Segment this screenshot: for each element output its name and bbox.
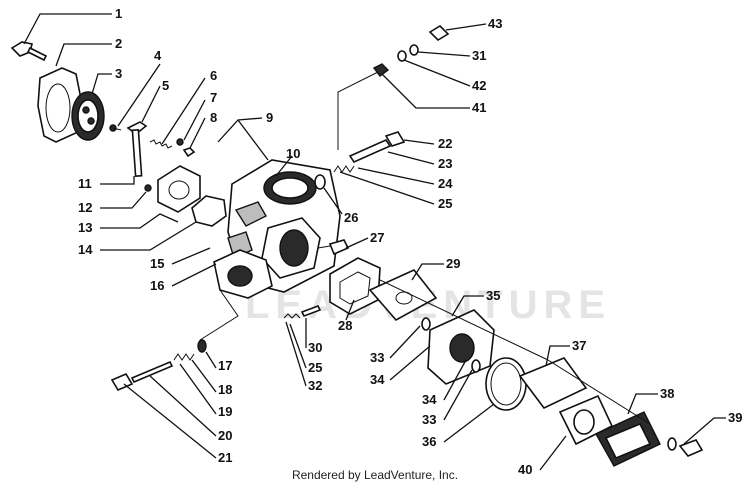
callout-11: 11 xyxy=(78,176,92,191)
part-diaphragm-3 xyxy=(71,91,105,141)
part-pump-cover-38 xyxy=(595,411,661,467)
part-carburetor-body-10 xyxy=(227,159,341,293)
part-screw-1 xyxy=(10,41,48,62)
callout-32: 32 xyxy=(308,378,322,393)
callout-31: 31 xyxy=(472,48,486,63)
part-cap-43 xyxy=(428,24,450,42)
callout-25a: 25 xyxy=(438,196,452,211)
part-washer-42 xyxy=(397,50,407,62)
callout-30: 30 xyxy=(308,340,322,355)
part-screw-30 xyxy=(300,304,322,318)
callout-26: 26 xyxy=(344,210,358,225)
part-spring-6 xyxy=(149,139,173,149)
part-spring-18 xyxy=(173,353,195,361)
callout-35: 35 xyxy=(486,288,500,303)
footer-credit: Rendered by LeadVenture, Inc. xyxy=(291,468,459,482)
part-screw-4 xyxy=(109,124,122,132)
callout-25b: 25 xyxy=(308,360,322,375)
callout-15: 15 xyxy=(150,256,164,271)
part-screw-39 xyxy=(667,437,704,457)
callout-22: 22 xyxy=(438,136,452,151)
part-spring-32 xyxy=(283,313,301,319)
callout-18: 18 xyxy=(218,382,232,397)
callout-10: 10 xyxy=(286,146,300,161)
alignment-line-pump xyxy=(379,279,651,425)
part-fuel-pump-16 xyxy=(213,249,273,299)
callout-5: 5 xyxy=(162,78,169,93)
callout-33b: 33 xyxy=(422,412,436,427)
callout-28: 28 xyxy=(338,318,352,333)
part-inlet-housing-13 xyxy=(157,165,201,213)
callout-39: 39 xyxy=(728,410,742,425)
part-cap-41 xyxy=(372,63,390,77)
callout-1: 1 xyxy=(115,6,122,21)
callout-2: 2 xyxy=(115,36,122,51)
part-screw-27 xyxy=(317,239,350,256)
callout-23: 23 xyxy=(438,156,452,171)
alignment-line-idle xyxy=(199,289,239,341)
callout-6: 6 xyxy=(210,68,217,83)
part-washer-31 xyxy=(409,44,419,56)
callout-34a: 34 xyxy=(370,372,385,387)
callout-20: 20 xyxy=(218,428,232,443)
callout-17: 17 xyxy=(218,358,232,373)
part-screw-12 xyxy=(144,184,152,192)
part-pin-7 xyxy=(176,138,184,146)
callout-12: 12 xyxy=(78,200,92,215)
part-gasket-36 xyxy=(485,357,527,411)
callout-7: 7 xyxy=(210,90,217,105)
alignment-line-cap xyxy=(337,71,379,150)
callout-3: 3 xyxy=(115,66,122,81)
callout-33a: 33 xyxy=(370,350,384,365)
parts-group xyxy=(10,24,704,467)
callout-13: 13 xyxy=(78,220,92,235)
callout-42: 42 xyxy=(472,78,486,93)
callout-41: 41 xyxy=(472,100,486,115)
callout-24: 24 xyxy=(438,176,453,191)
callout-9: 9 xyxy=(266,110,273,125)
part-washer-17 xyxy=(197,339,207,353)
part-diaphragm-37 xyxy=(518,357,588,410)
part-needle-23 xyxy=(348,138,392,164)
part-spring-24 xyxy=(333,165,355,173)
callout-40: 40 xyxy=(518,462,532,477)
callouts-group: 1 2 3 4 5 6 7 8 9 10 11 12 13 14 15 16 1 xyxy=(23,6,742,477)
callout-43: 43 xyxy=(488,16,502,31)
part-washer-25 xyxy=(314,174,326,190)
callout-14: 14 xyxy=(78,242,93,257)
callout-8: 8 xyxy=(210,110,217,125)
part-needle-20 xyxy=(130,360,174,384)
callout-19: 19 xyxy=(218,404,232,419)
part-plate-29 xyxy=(368,269,438,322)
callout-36: 36 xyxy=(422,434,436,449)
part-screw-22 xyxy=(384,131,406,147)
callout-29: 29 xyxy=(446,256,460,271)
callout-16: 16 xyxy=(150,278,164,293)
callout-34b: 34 xyxy=(422,392,437,407)
callout-27: 27 xyxy=(370,230,384,245)
callout-37: 37 xyxy=(572,338,586,353)
callout-38: 38 xyxy=(660,386,674,401)
callout-4: 4 xyxy=(154,48,162,63)
part-screw-8 xyxy=(182,147,196,158)
callout-21: 21 xyxy=(218,450,232,465)
part-lever-5 xyxy=(126,121,148,178)
part-washer-33 xyxy=(421,317,481,373)
